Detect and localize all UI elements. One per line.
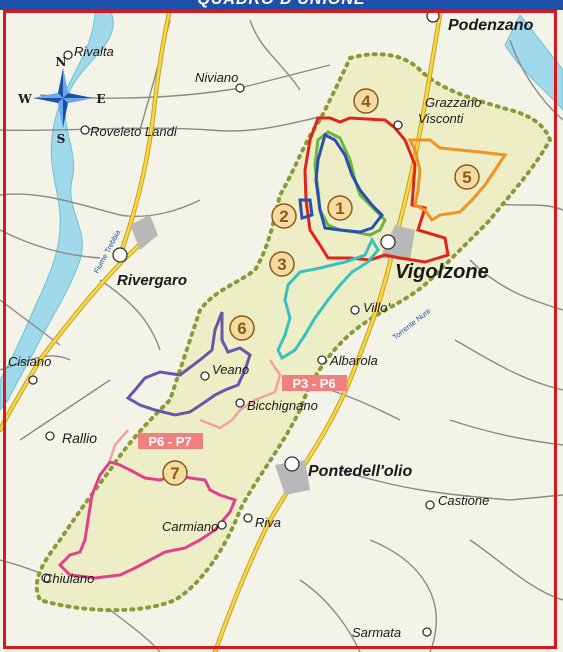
- town-label-albarola: Albarola: [329, 353, 378, 368]
- link-label-p3p6: P3 - P6: [282, 375, 347, 391]
- route-badge-5[interactable]: 5: [454, 164, 480, 190]
- svg-text:P6 - P7: P6 - P7: [148, 434, 191, 449]
- route-2-line: [298, 132, 384, 234]
- town-label-bicchignano: Bicchignano: [247, 398, 318, 413]
- route-p3p6-line: [199, 359, 282, 430]
- route-badge-2[interactable]: 2: [271, 203, 297, 229]
- route-badge-1[interactable]: 1: [327, 195, 353, 221]
- svg-text:7: 7: [170, 464, 179, 483]
- town-labels: Podenzano Rivalta Niviano Roveleto Landi…: [8, 17, 534, 640]
- town-label-vigolzone: Vigolzone: [395, 261, 489, 283]
- river-trebbia: [0, 9, 114, 411]
- route-badge-7[interactable]: 7: [162, 460, 188, 486]
- route-badge-3[interactable]: 3: [269, 251, 295, 277]
- svg-text:2: 2: [279, 207, 288, 226]
- link-label-p6p7: P6 - P7: [138, 433, 203, 449]
- route-badge-6[interactable]: 6: [229, 315, 255, 341]
- route-badges: 4 5 1 2 3 6 7: [162, 88, 480, 486]
- main-roads-inner: [0, 8, 442, 652]
- town-markers: [28, 9, 440, 637]
- svg-text:4: 4: [361, 92, 371, 111]
- urban-rivergaro: [130, 215, 158, 250]
- town-label-visconti: Visconti: [418, 111, 464, 126]
- urban-pontedellolio: [275, 460, 310, 495]
- svg-text:E: E: [96, 92, 105, 106]
- town-label-niviano: Niviano: [195, 70, 238, 85]
- urban-vigolzone: [380, 225, 415, 260]
- town-label-podenzano: Podenzano: [448, 17, 534, 34]
- town-label-riva: Riva: [255, 515, 281, 530]
- compass-rose: N S E W: [17, 55, 105, 146]
- town-label-veano: Veano: [212, 362, 249, 377]
- town-label-rivalta: Rivalta: [74, 44, 114, 59]
- header-strip: QUADRO D'UNIONE: [0, 0, 563, 10]
- svg-text:P3 - P6: P3 - P6: [292, 376, 335, 391]
- town-label-chiulano: Chiulano: [43, 571, 94, 586]
- svg-text:3: 3: [277, 255, 286, 274]
- route-badge-4[interactable]: 4: [353, 88, 379, 114]
- town-label-castione: Castione: [438, 493, 489, 508]
- marker-podenzano: [426, 9, 440, 23]
- svg-text:W: W: [17, 92, 32, 106]
- town-label-pontedellolio: Pontedell'olio: [308, 463, 412, 480]
- route-3-line: [276, 236, 380, 361]
- town-label-sarmata: Sarmata: [352, 625, 401, 640]
- town-label-cisiano: Cisiano: [8, 354, 51, 369]
- town-label-rivergaro: Rivergaro: [117, 272, 187, 289]
- town-label-villo: Villo': [363, 300, 390, 315]
- svg-text:N: N: [56, 55, 67, 69]
- town-label-grazzano: Grazzano: [425, 95, 481, 110]
- town-label-carmiano: Carmiano: [162, 519, 218, 534]
- town-label-rallio: Rallio: [62, 430, 97, 446]
- route-5-line: [407, 138, 508, 223]
- svg-text:1: 1: [335, 199, 344, 218]
- town-label-roveleto: Roveleto Landi: [90, 124, 178, 139]
- route-6-line: [125, 311, 252, 417]
- svg-text:S: S: [57, 132, 66, 146]
- map-title: QUADRO D'UNIONE: [0, 0, 563, 9]
- route-4-line: [303, 116, 450, 264]
- svg-text:5: 5: [462, 168, 471, 187]
- svg-text:6: 6: [237, 319, 246, 338]
- route-p6p7-line: [108, 429, 129, 461]
